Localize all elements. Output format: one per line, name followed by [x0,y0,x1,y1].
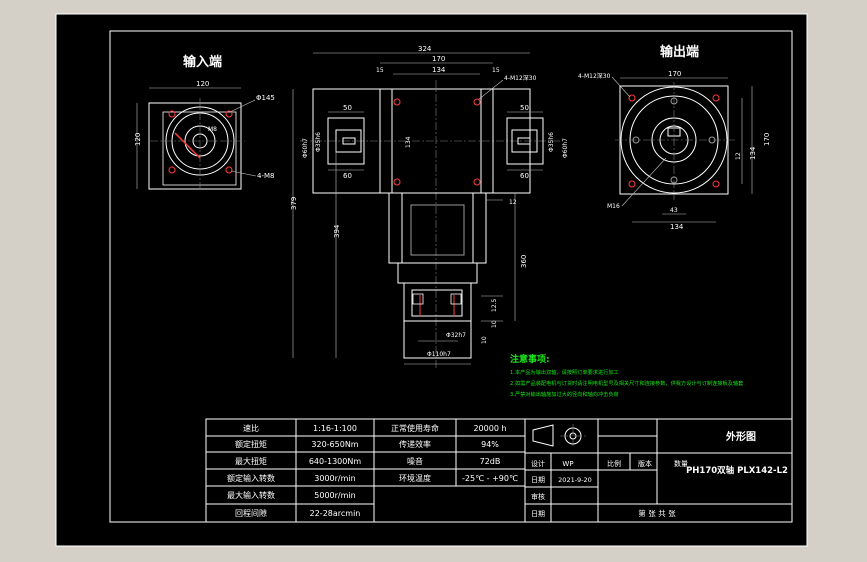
dim-394: 394 [333,224,341,238]
dim-12: 12 [509,199,517,206]
spec-r0-c0: 速比 [243,423,259,433]
output-end-view: 输出端 170 4-M12深30 170 134 12 M16 43 134 [578,44,771,231]
spec-r5-c1: 22-28arcmin [310,509,361,518]
dim-379: 379 [290,197,298,210]
out-dim-170v: 170 [763,133,771,146]
dim-right-phi35: Φ35h6 [548,132,555,152]
spec-r2-c2: 噪音 [407,456,423,466]
dim-134: 134 [432,66,446,74]
output-end-label: 输出端 [660,44,699,60]
dim-15-right: 15 [492,67,500,74]
spec-r2-c0: 最大扭矩 [235,456,267,466]
spec-r4-c0: 最大输入转数 [227,490,275,500]
designer-name: WP [562,460,573,468]
spec-table: 速比 1:16-1:100 正常使用寿命 20000 h 额定扭矩 320-65… [205,418,526,523]
dim-left-60: 60 [343,172,352,180]
out-dim-43: 43 [670,207,678,214]
dim-4m12-top: 4-M12深30 [504,74,537,82]
dim-10: 10 [491,320,498,328]
in-dim-4m8: 4-M8 [257,172,274,180]
date2-label: 日期 [531,510,545,518]
design-label: 设计 [531,459,545,468]
in-dim-120v: 120 [134,133,142,146]
spec-r1-c2: 传递效率 [399,439,431,449]
scale-label: 比例 [607,459,621,468]
out-dim-170: 170 [668,70,681,78]
spec-r5-c0: 回程间隙 [235,508,267,518]
out-dim-4m12: 4-M12深30 [578,72,611,80]
dim-360: 360 [520,255,528,268]
dim-324: 324 [418,45,432,53]
spec-r3-c0: 额定输入转数 [227,473,275,483]
dim-170: 170 [432,55,445,63]
spec-r1-c3: 94% [481,440,499,449]
input-end-label: 输入端 [183,54,222,70]
spec-r1-c1: 320-650Nm [311,440,358,449]
out-dim-12: 12 [735,152,742,160]
dim-phi110: Φ110h7 [427,351,451,358]
spec-r0-c3: 20000 h [473,424,506,433]
title-block: 外形图 PH170双轴 PLX142-L2 设计 WP 比例 版本 数量 日期 … [524,418,793,523]
spec-r2-c3: 72dB [480,457,501,466]
dim-left-phi60: Φ60h7 [302,138,309,158]
date-label: 日期 [531,476,545,484]
spec-r2-c1: 640-1300Nm [309,457,362,466]
version-label: 版本 [638,459,652,468]
dim-10b: 10 [481,336,488,344]
out-dim-m16: M16 [607,203,620,210]
qty-label: 数量 [674,459,688,468]
review-label: 审核 [531,492,545,501]
in-dim-120: 120 [196,80,209,88]
sheet-text: 第 张 共 张 [638,508,676,518]
spec-r4-c1: 5000r/min [314,491,355,500]
in-dim-phi145: Φ145 [256,94,275,102]
note-line-1: 1.本产品为输出双轴，请按照订单要求进行加工 [510,368,619,376]
spec-r0-c1: 1:16-1:100 [313,424,357,433]
dim-right-phi60: Φ60h7 [562,138,569,158]
notes-block: 注意事项: 1.本产品为输出双轴，请按照订单要求进行加工 2.如需产品装配电机与… [510,353,744,398]
out-dim-134: 134 [670,223,684,231]
drawing-name: 外形图 [725,430,756,443]
spec-r0-c2: 正常使用寿命 [391,423,439,433]
projection-symbol-icon [532,424,587,448]
part-name: PH170双轴 PLX142-L2 [686,465,788,476]
notes-title: 注意事项: [510,353,550,365]
dim-left-134: 134 [405,136,412,148]
dim-right-60: 60 [520,172,529,180]
spec-r1-c0: 额定扭矩 [235,439,267,449]
note-line-2: 2.如需产品装配电机与订货时请注明电机型号及相关尺寸和连接参数，供我方设计与订制… [510,379,744,387]
in-dim-m8: M8 [208,126,217,133]
note-line-3: 3.严禁对输出轴施加过大的径向和轴向冲击负荷 [510,390,619,398]
out-dim-134v: 134 [749,146,757,160]
front-view: 324 170 134 15 15 4-M12深30 50 60 Φ60h7 Φ… [290,45,569,370]
dim-left-50: 50 [343,104,352,112]
spec-r3-c3: -25℃ - +90℃ [462,474,518,483]
spec-r3-c1: 3000r/min [314,474,355,483]
dim-12-5: 12.5 [491,298,498,312]
date-value: 2021-9-20 [558,476,592,484]
input-end-view: 输入端 120 120 Φ145 M8 4-M8 [134,54,275,190]
dim-15-left: 15 [376,67,384,74]
dim-left-phi35: Φ35h6 [315,132,322,152]
dim-right-50: 50 [520,104,529,112]
spec-r3-c2: 环境温度 [399,473,431,483]
dim-phi32: Φ32h7 [446,332,466,339]
